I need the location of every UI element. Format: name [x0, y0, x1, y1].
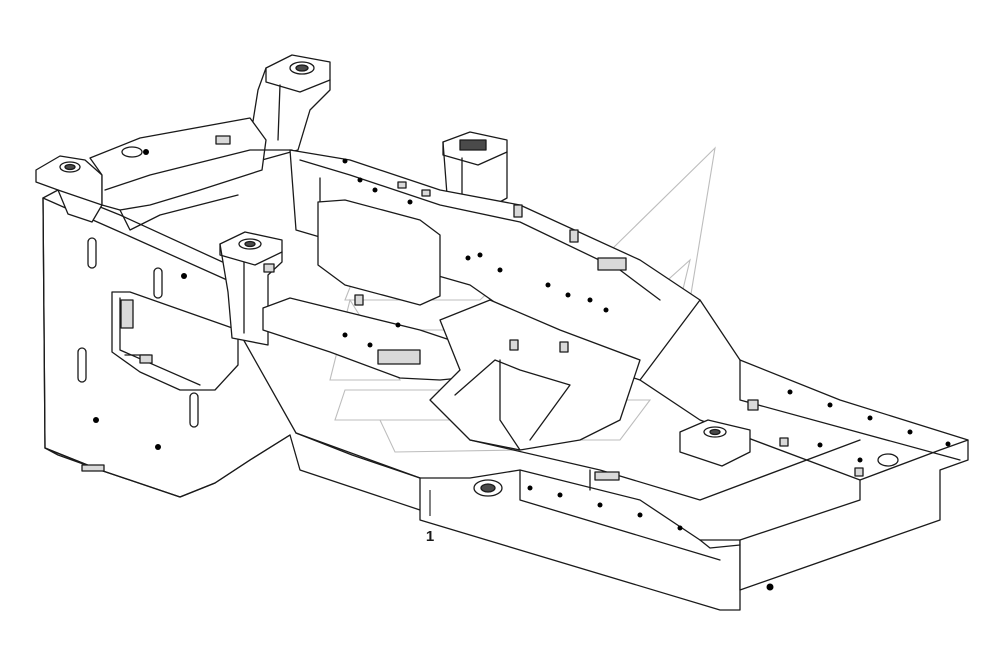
right-foot-pad: [679, 419, 751, 467]
left-plate-cutout: [111, 291, 239, 391]
callout-part-1: 1: [426, 490, 434, 545]
lower-front-rail: [419, 469, 741, 611]
top-cross-beam: [89, 117, 267, 211]
slot-4: [189, 392, 199, 428]
slot-2: [153, 267, 163, 299]
front-left-tower: [35, 155, 103, 223]
slot-3: [77, 347, 87, 383]
rear-left-tower: [249, 54, 331, 161]
callout-label: 1: [426, 528, 434, 545]
center-window: [317, 199, 441, 306]
machine-frame: [35, 54, 969, 611]
slot-1: [87, 237, 97, 269]
